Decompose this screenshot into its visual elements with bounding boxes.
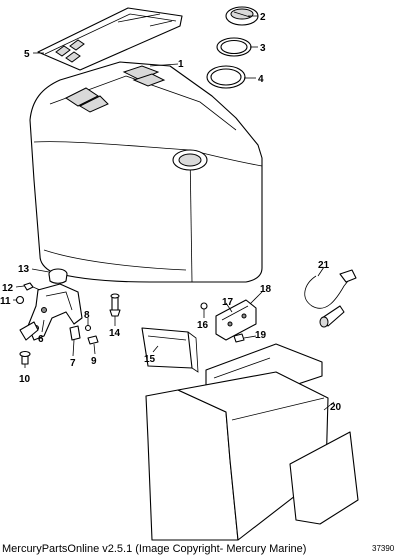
callout-13: 13 <box>18 264 30 275</box>
callout-10: 10 <box>19 374 31 385</box>
nut-11 <box>15 295 25 305</box>
callout-16: 16 <box>197 320 209 331</box>
callout-11: 11 <box>0 296 11 307</box>
latch-clip <box>69 325 81 341</box>
hinge-plate <box>215 299 257 341</box>
callout-12: 12 <box>2 283 14 294</box>
screw-8 <box>84 324 92 332</box>
callout-21: 21 <box>318 260 330 271</box>
copyright-footer: MercuryPartsOnline v2.5.1 (Image Copyrig… <box>2 543 307 555</box>
filler-cap <box>225 6 259 26</box>
callout-18: 18 <box>260 284 272 295</box>
callout-3: 3 <box>260 43 266 54</box>
callout-6: 6 <box>38 334 44 345</box>
callout-1: 1 <box>178 59 184 70</box>
callout-4: 4 <box>258 74 264 85</box>
callout-5: 5 <box>24 49 30 60</box>
callout-7: 7 <box>70 358 76 369</box>
lower-cowl-panel <box>145 343 359 541</box>
main-cowl <box>29 61 263 283</box>
callout-9: 9 <box>91 356 97 367</box>
screw-9 <box>87 335 99 345</box>
drawing-number: 37390 <box>372 544 395 553</box>
top-cowl-cover <box>37 7 183 71</box>
callout-8: 8 <box>84 310 90 321</box>
callout-19: 19 <box>255 330 267 341</box>
callout-17: 17 <box>222 297 234 308</box>
callout-14: 14 <box>109 328 121 339</box>
screw-19 <box>233 333 245 343</box>
grommet <box>48 268 68 284</box>
seal-ring-4 <box>206 65 246 89</box>
callout-2: 2 <box>260 12 266 23</box>
washer-16 <box>200 302 208 310</box>
cable-assembly <box>304 269 357 328</box>
callout-labels: 1 2 3 4 5 6 7 8 9 10 11 12 13 14 15 16 1… <box>0 12 342 413</box>
seal-ring-3 <box>216 37 252 57</box>
bolt-10 <box>19 350 31 365</box>
screw-12 <box>23 282 41 291</box>
callout-15: 15 <box>144 354 156 365</box>
callout-20: 20 <box>330 402 342 413</box>
seal-strip <box>141 327 199 373</box>
stud-14 <box>109 293 121 317</box>
leader-lines <box>13 15 335 411</box>
latch-bracket <box>19 283 83 341</box>
